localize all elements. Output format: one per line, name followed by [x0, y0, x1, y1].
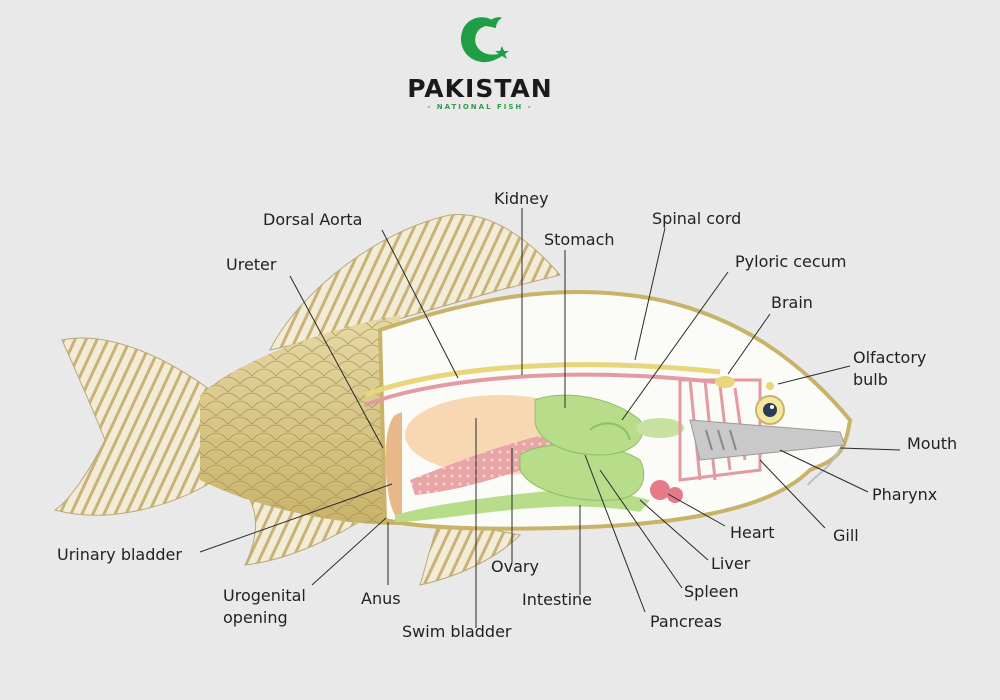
label-spleen: Spleen: [684, 582, 739, 601]
leader-lines: [199, 208, 901, 628]
label-mouth: Mouth: [907, 434, 957, 453]
label-ovary: Ovary: [491, 557, 539, 576]
label-liver: Liver: [711, 554, 751, 573]
label-stomach: Stomach: [544, 230, 615, 249]
label-anus: Anus: [361, 589, 401, 608]
label-gill: Gill: [833, 526, 859, 545]
gill: [689, 419, 846, 461]
label-urogenital-opening-2: opening: [223, 608, 288, 627]
brain: [715, 376, 735, 388]
olfactory-bulb: [766, 382, 774, 390]
ovary: [410, 432, 565, 495]
pelvic-fin: [419, 519, 522, 586]
pharynx-start: [636, 418, 684, 438]
spinal-cord: [364, 362, 721, 398]
stomach: [534, 394, 643, 456]
label-intestine: Intestine: [522, 590, 592, 609]
brand-title: PAKISTAN: [407, 74, 553, 103]
label-olfactory-bulb-2: bulb: [853, 370, 888, 389]
label-olfactory-bulb-1: Olfactory: [853, 348, 926, 367]
label-spinal-cord: Spinal cord: [652, 209, 741, 228]
label-kidney: Kidney: [494, 189, 549, 208]
pyloric-cecum: [589, 422, 631, 441]
label-pancreas: Pancreas: [650, 612, 722, 631]
label-dorsal-aorta: Dorsal Aorta: [263, 210, 362, 229]
label-urinary-bladder: Urinary bladder: [57, 545, 182, 564]
dorsal-aorta: [364, 372, 716, 407]
dorsal-fin: [269, 213, 561, 351]
label-heart: Heart: [730, 523, 775, 542]
label-pyloric-cecum: Pyloric cecum: [735, 252, 846, 271]
label-urogenital-opening-1: Urogenital: [223, 586, 306, 605]
fish-logo-icon: [460, 17, 509, 63]
brand-subtitle: - NATIONAL FISH -: [427, 103, 533, 111]
heart: [650, 480, 670, 500]
kidney: [385, 412, 402, 515]
label-swim-bladder: Swim bladder: [402, 622, 512, 641]
tail-fin: [53, 337, 216, 516]
label-brain: Brain: [771, 293, 813, 312]
label-pharynx: Pharynx: [872, 485, 937, 504]
label-ureter: Ureter: [226, 255, 277, 274]
